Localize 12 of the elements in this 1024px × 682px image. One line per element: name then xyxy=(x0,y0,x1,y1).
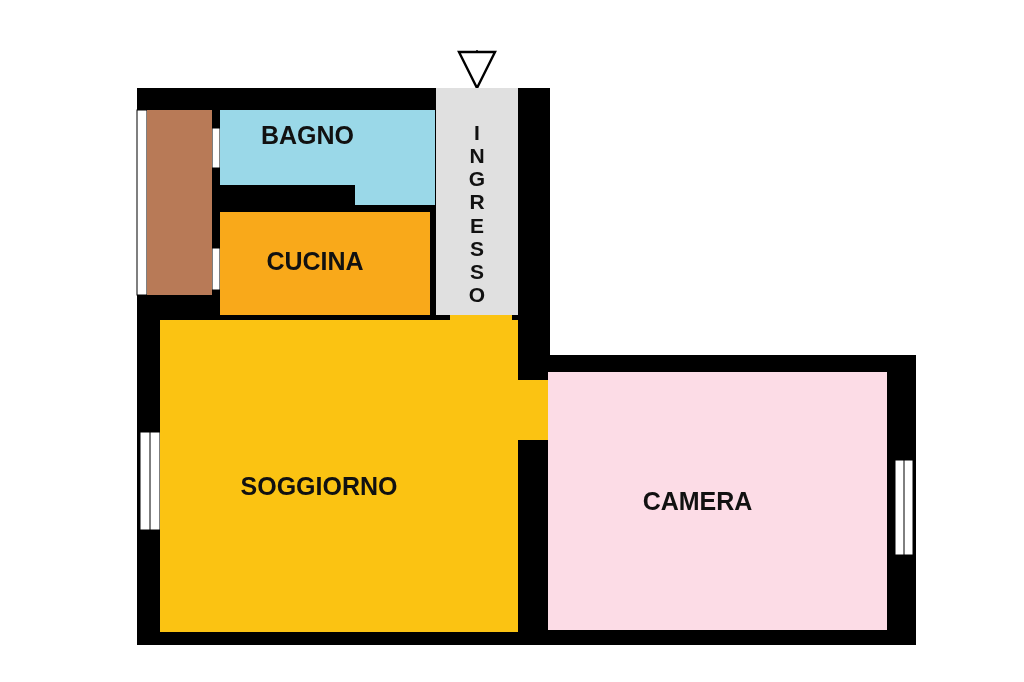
storage-room xyxy=(147,110,212,295)
kitchen-room xyxy=(220,212,430,315)
entrance-arrow xyxy=(457,49,497,90)
room-label: CUCINA xyxy=(266,247,364,276)
room-label: INGRESSO xyxy=(467,121,487,306)
entrance-room xyxy=(436,88,518,315)
room-label: CAMERA xyxy=(642,486,753,516)
room-label: SOGGIORNO xyxy=(240,471,398,501)
bathroom-room xyxy=(220,110,435,185)
living-room xyxy=(160,320,518,632)
room-label: BAGNO xyxy=(260,121,355,150)
bedroom-room xyxy=(548,372,887,630)
